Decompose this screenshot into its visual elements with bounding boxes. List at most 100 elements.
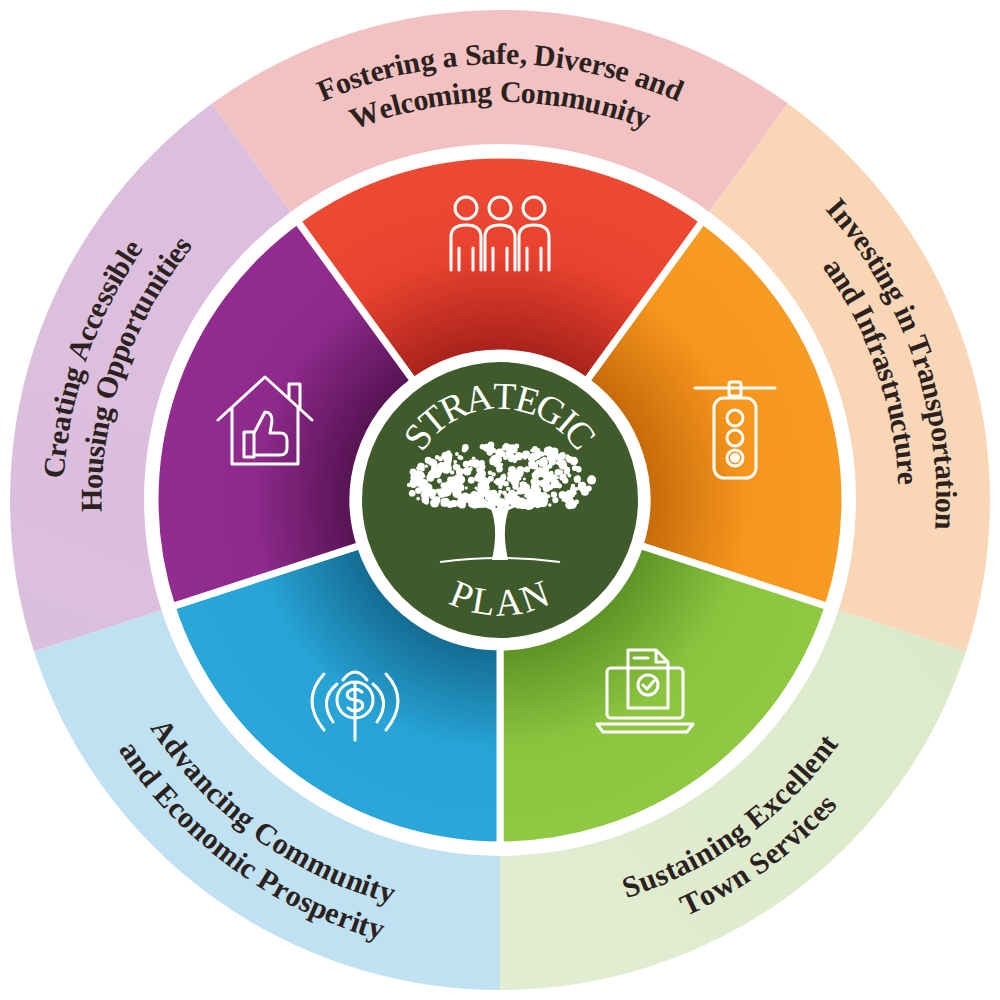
leaf — [548, 458, 556, 466]
leaf — [468, 477, 475, 484]
glyph: e — [506, 37, 520, 72]
laptop-document-icon — [597, 650, 693, 732]
leaf — [464, 461, 469, 466]
leaf — [448, 453, 453, 458]
hanger — [729, 382, 741, 396]
leaf — [541, 469, 550, 478]
band-shape — [34, 610, 500, 990]
leaf — [438, 462, 446, 470]
leaf — [559, 452, 565, 458]
leaf — [502, 490, 507, 495]
leaf — [502, 473, 505, 476]
leaf — [539, 458, 548, 467]
glyph: m — [425, 78, 455, 116]
leaf — [428, 489, 436, 497]
leaf — [431, 465, 438, 472]
leaf — [456, 498, 465, 507]
leaf — [415, 472, 418, 475]
glyph: o — [929, 498, 964, 513]
screen — [607, 668, 683, 718]
petals — [312, 672, 398, 740]
body — [451, 225, 481, 270]
leaf — [407, 483, 411, 487]
pillar-label: Fostering a Safe, Diverse and Welcoming … — [308, 36, 692, 136]
leaf — [495, 448, 504, 457]
leaf — [491, 472, 495, 476]
leaf — [437, 479, 442, 484]
leaf — [441, 498, 450, 507]
band-shape — [500, 610, 966, 990]
leaf — [533, 451, 541, 459]
leaf — [534, 487, 541, 494]
leaf — [506, 450, 514, 458]
lamp — [727, 450, 743, 466]
pillar-label: Advancing Community and Economic Prosper… — [112, 713, 405, 947]
center-title: STRATEGIC — [396, 374, 603, 460]
leaf — [515, 469, 523, 477]
head — [455, 197, 477, 219]
lamp — [727, 410, 743, 426]
leaf — [507, 475, 514, 482]
leaf — [531, 463, 538, 470]
glyph: e — [890, 471, 925, 486]
leaf — [453, 460, 457, 464]
leaf — [567, 474, 571, 478]
leaf — [586, 486, 592, 492]
leaf — [428, 459, 435, 466]
body — [519, 225, 549, 270]
leaf — [520, 481, 526, 487]
leaf — [589, 478, 592, 481]
leaf — [562, 477, 568, 483]
lamp — [727, 430, 743, 446]
leaf — [497, 470, 500, 473]
leaf — [550, 477, 555, 482]
glyph: n — [459, 75, 478, 111]
circle-shape — [362, 362, 638, 638]
pillar-label: Sustaining Excellent Town Services — [614, 724, 847, 922]
leaf — [503, 492, 507, 496]
tree-illustration — [407, 442, 596, 562]
glyph: C — [37, 456, 73, 480]
leaf — [506, 487, 511, 492]
check-mark — [643, 681, 654, 689]
leaf — [553, 474, 557, 478]
leaf — [544, 447, 551, 454]
lamp-dot — [732, 455, 739, 462]
band-shape — [212, 10, 788, 212]
leaf — [515, 452, 523, 460]
glyph: a — [440, 39, 459, 75]
leaf — [476, 467, 481, 472]
glyph: a — [481, 37, 497, 72]
document — [628, 650, 668, 708]
leaf — [533, 448, 537, 452]
leaf — [494, 461, 500, 467]
leaf — [471, 460, 477, 466]
laptop-base — [597, 724, 693, 732]
band-shape — [709, 104, 990, 652]
leaf — [552, 497, 558, 503]
leaf — [587, 475, 596, 484]
glyph: , — [519, 37, 528, 72]
leaf — [419, 471, 422, 474]
leaf — [479, 460, 485, 466]
glyph: a — [927, 464, 962, 481]
glyph: i — [929, 489, 964, 498]
leaf — [548, 503, 551, 506]
ground — [440, 558, 560, 562]
leaf — [575, 500, 579, 504]
leaf — [435, 455, 439, 459]
leaf — [425, 465, 428, 468]
band-shape — [10, 104, 291, 652]
glyph: S — [464, 37, 483, 72]
lotus-dollar-icon — [312, 672, 398, 740]
leaf — [558, 459, 566, 467]
glyph: n — [928, 512, 963, 530]
glyph: o — [75, 473, 110, 490]
